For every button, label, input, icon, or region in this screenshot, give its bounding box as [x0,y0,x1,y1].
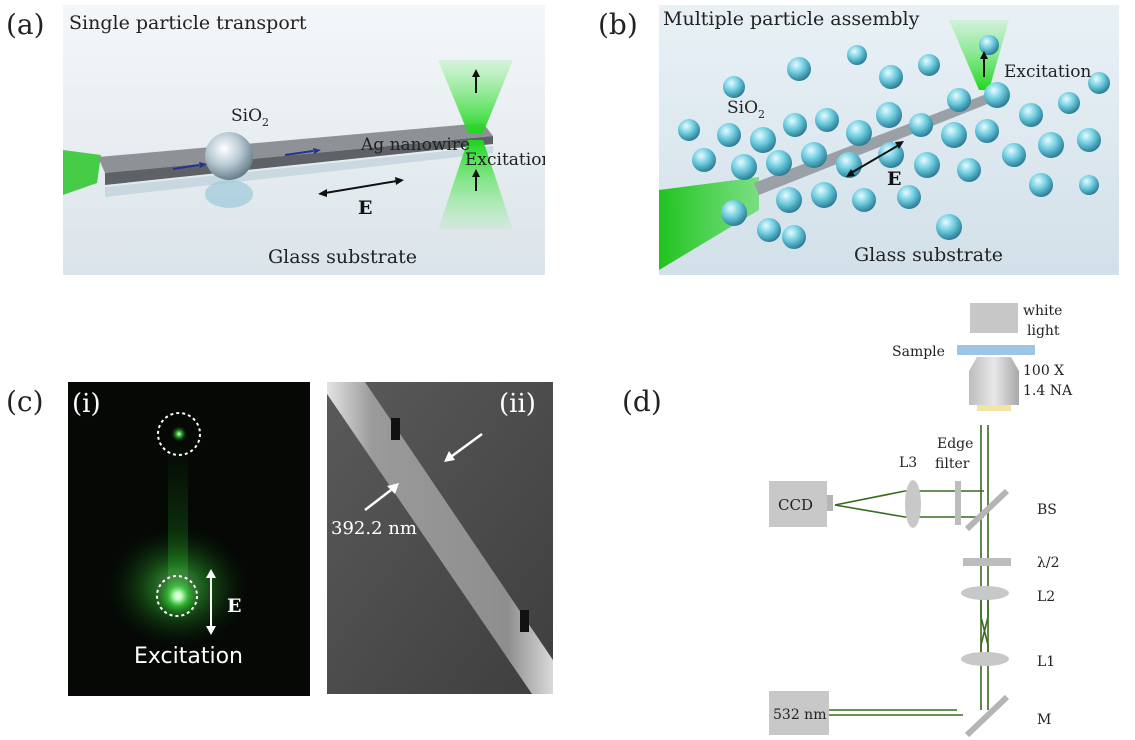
particle-label: SiO2 [231,106,269,129]
objective-tip [977,405,1011,411]
half-wave-label: λ/2 [1037,555,1060,571]
sem-scale-box-bottom [520,610,529,632]
sem-image: (ii) 392.2 nm [327,382,553,694]
objective-label-2: 1.4 NA [1023,383,1073,399]
excitation-label: Excitation [134,644,243,669]
excitation-circle [156,575,198,617]
white-light-label-1: white [1023,303,1062,319]
substrate-label: Glass substrate [268,246,417,268]
transport-arrowhead-2 [313,148,321,154]
sample-slide [957,345,1035,355]
particle-label: SiO2 [727,98,765,121]
nanowire-top [98,123,493,173]
lens-l2 [961,586,1009,600]
width-arrowhead-2 [387,483,399,494]
white-light-label-2: light [1027,323,1060,339]
excitation-arrowhead-top [472,69,480,77]
sem-scale-box-top [391,418,400,440]
bs-label: BS [1037,502,1057,518]
field-arrowhead-down [846,169,855,177]
width-arrow-2 [364,489,392,511]
l2-label: L2 [1037,589,1055,605]
edge-filter-label-1: Edge [937,436,973,452]
panel-b-title: Multiple particle assembly [663,8,920,30]
field-arrow [850,144,900,174]
sub-label-i: (i) [72,389,101,419]
lens-l1 [961,652,1009,666]
particle-circle [157,412,201,456]
objective-label-1: 100 X [1023,363,1064,379]
transport-arrow-2 [284,150,314,156]
panel-b-illustration: Multiple particle assembly SiO2 Excitati… [659,5,1119,275]
field-arrowhead-right [395,177,404,185]
mirror [964,694,1010,738]
width-arrow-1 [451,432,483,458]
field-label: E [227,595,241,617]
sem-nanowire [327,382,553,694]
ccd-label: CCD [778,496,813,514]
transport-arrowhead-1 [199,162,207,168]
field-label: E [358,197,372,219]
width-label: 392.2 nm [331,518,417,539]
nanowire-label: Ag nanowire [360,135,470,155]
nanowire [754,93,995,195]
l1-label: L1 [1037,654,1055,670]
field-arrowhead-down [206,626,216,635]
excitation-arrowhead-bottom [472,169,480,177]
panel-a-illustration: Single particle transport SiO2 Ag nanowi… [63,5,545,275]
sample-label: Sample [892,344,945,360]
nanowire-side [105,136,493,185]
sub-label-ii: (ii) [499,389,536,419]
excitation-arrowhead [980,51,988,59]
substrate-label: Glass substrate [854,244,1003,266]
half-wave-plate [963,558,1011,566]
ccd-port [827,495,833,511]
panel-c-tag: (c) [6,385,44,418]
panel-a-tag: (a) [6,8,45,41]
field-label: E [887,168,901,190]
panel-d-tag: (d) [622,385,662,418]
white-light-source [970,303,1018,333]
input-beam [63,150,101,195]
sphere-reflection [205,180,253,208]
panel-b-tag: (b) [598,8,638,41]
dark-field-image: (i) E Excitation [68,382,310,696]
field-arrow [324,180,398,194]
field-arrowhead-up [206,569,216,578]
width-arrowhead-1 [444,451,455,462]
lens-l3 [905,480,921,528]
excitation-beam-top [438,60,513,133]
silica-sphere [205,132,253,180]
excitation-label: Excitation [1004,62,1091,82]
mirror-label: M [1037,712,1051,728]
ccd-camera [769,481,827,527]
laser-source [769,691,829,735]
panel-a-title: Single particle transport [69,12,307,34]
l3-label: L3 [899,455,917,471]
nanowire-reflection [105,146,493,197]
particle-spot [171,426,187,442]
silica-sphere-cloud [678,35,1110,249]
transport-arrow-1 [172,164,200,170]
laser-label: 532 nm [773,707,826,723]
beam-splitter [964,488,1010,532]
field-arrowhead-left [318,189,327,197]
excitation-label: Excitation [465,150,545,170]
edge-filter-label-2: filter [935,456,970,472]
optical-setup-schematic: white light Sample 100 X 1.4 NA Edge fil… [769,303,1073,738]
field-arrowhead-up [895,141,904,149]
objective-lens [969,357,1019,405]
edge-filter [955,481,961,525]
